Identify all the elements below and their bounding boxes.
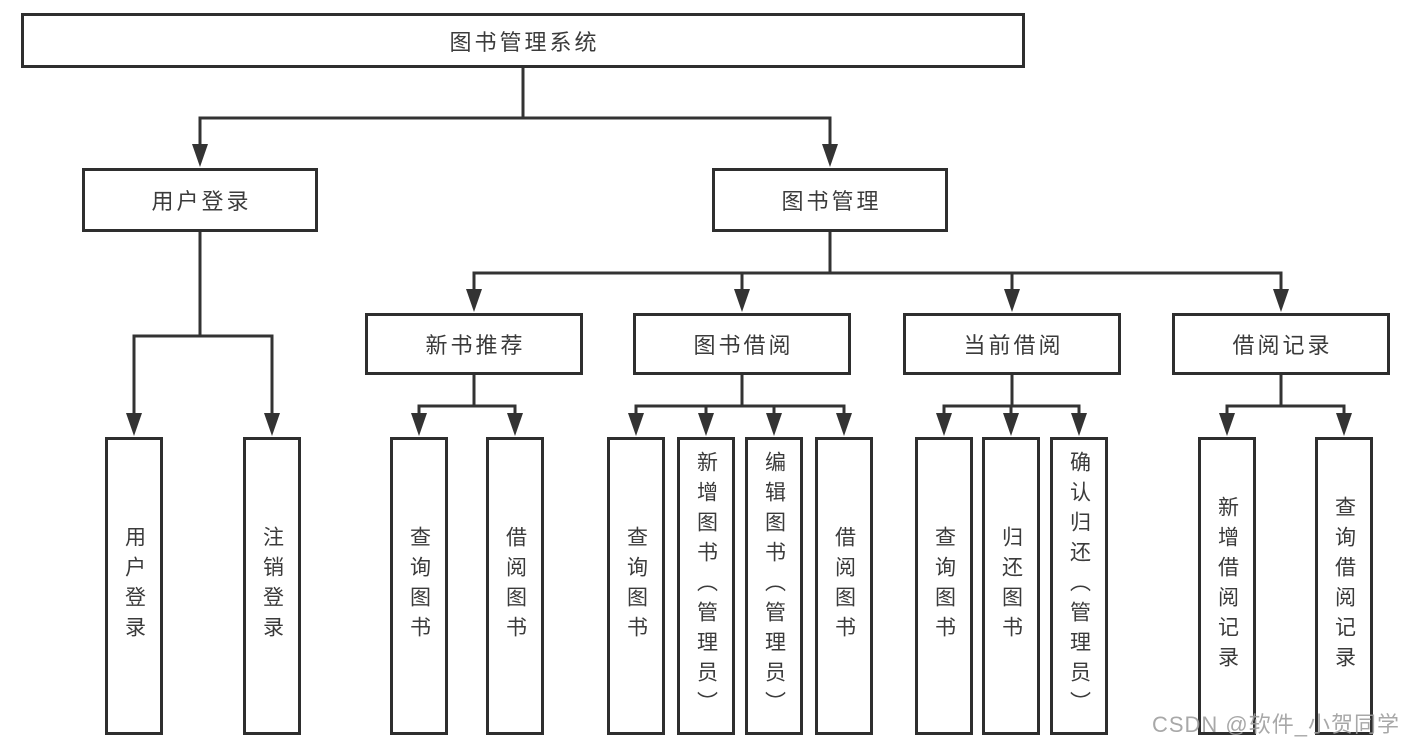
leaf-logout: 注销登录 bbox=[243, 437, 301, 735]
leaf-borrow-book-recommend-label: 借阅图书 bbox=[503, 526, 527, 646]
leaf-user-login: 用户登录 bbox=[105, 437, 163, 735]
leaf-query-borrow-record: 查询借阅记录 bbox=[1315, 437, 1373, 735]
node-borrow-records-label: 借阅记录 bbox=[1232, 333, 1333, 358]
leaf-query-books-borrow: 查询图书 bbox=[607, 437, 665, 735]
node-root: 图书管理系统 bbox=[21, 13, 1025, 68]
arrowheads bbox=[126, 144, 1352, 436]
leaf-return-book: 归还图书 bbox=[982, 437, 1040, 735]
leaf-confirm-return-admin: 确认归还（管理员） bbox=[1050, 437, 1108, 735]
leaf-logout-label: 注销登录 bbox=[260, 526, 284, 646]
leaf-query-books-current: 查询图书 bbox=[915, 437, 973, 735]
leaf-add-book-admin-label: 新增图书（管理员） bbox=[694, 451, 718, 721]
node-user-login-label: 用户登录 bbox=[151, 189, 252, 214]
leaf-borrow-book: 借阅图书 bbox=[815, 437, 873, 735]
node-user-login: 用户登录 bbox=[82, 168, 318, 232]
node-current-borrow: 当前借阅 bbox=[903, 313, 1121, 375]
leaf-add-borrow-record-label: 新增借阅记录 bbox=[1215, 496, 1239, 676]
csdn-watermark: CSDN @软件_小贺同学 bbox=[1151, 712, 1400, 737]
node-borrow-records: 借阅记录 bbox=[1172, 313, 1390, 375]
leaf-edit-book-admin: 编辑图书（管理员） bbox=[745, 437, 803, 735]
node-new-book-recommend-label: 新书推荐 bbox=[425, 333, 526, 358]
leaf-return-book-label: 归还图书 bbox=[999, 526, 1023, 646]
node-root-label: 图书管理系统 bbox=[449, 29, 600, 55]
leaf-query-books-current-label: 查询图书 bbox=[932, 526, 956, 646]
leaf-query-books-borrow-label: 查询图书 bbox=[624, 526, 648, 646]
leaf-user-login-label: 用户登录 bbox=[122, 526, 146, 646]
leaf-add-borrow-record: 新增借阅记录 bbox=[1198, 437, 1256, 735]
node-book-management-label: 图书管理 bbox=[781, 189, 882, 214]
leaf-borrow-book-recommend: 借阅图书 bbox=[486, 437, 544, 735]
leaf-query-books-recommend: 查询图书 bbox=[390, 437, 448, 735]
node-new-book-recommend: 新书推荐 bbox=[365, 313, 583, 375]
leaf-query-books-recommend-label: 查询图书 bbox=[407, 526, 431, 646]
node-book-borrow: 图书借阅 bbox=[633, 313, 851, 375]
leaf-query-borrow-record-label: 查询借阅记录 bbox=[1332, 496, 1356, 676]
node-book-management: 图书管理 bbox=[712, 168, 948, 232]
leaf-confirm-return-admin-label: 确认归还（管理员） bbox=[1067, 451, 1091, 721]
leaf-add-book-admin: 新增图书（管理员） bbox=[677, 437, 735, 735]
leaf-borrow-book-label: 借阅图书 bbox=[832, 526, 856, 646]
node-current-borrow-label: 当前借阅 bbox=[963, 333, 1064, 358]
node-book-borrow-label: 图书借阅 bbox=[693, 333, 794, 358]
leaf-edit-book-admin-label: 编辑图书（管理员） bbox=[762, 451, 786, 721]
